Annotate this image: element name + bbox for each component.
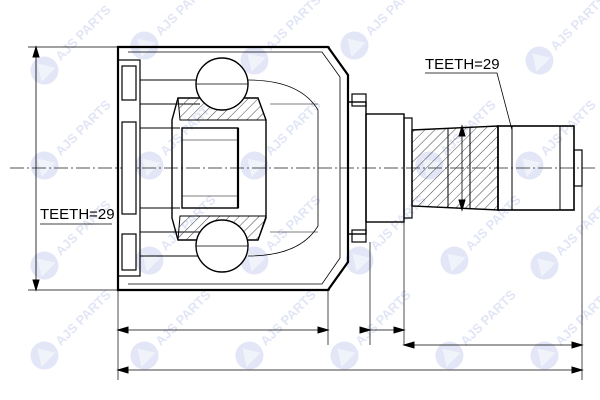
stub-shaft-spline — [411, 125, 499, 211]
right-teeth-leader — [425, 72, 513, 131]
housing-end-cap — [117, 59, 141, 277]
watermark-layer — [24, 0, 600, 376]
right-teeth-label: TEETH=29 — [425, 56, 500, 73]
left-teeth-label: TEETH=29 — [40, 206, 115, 223]
